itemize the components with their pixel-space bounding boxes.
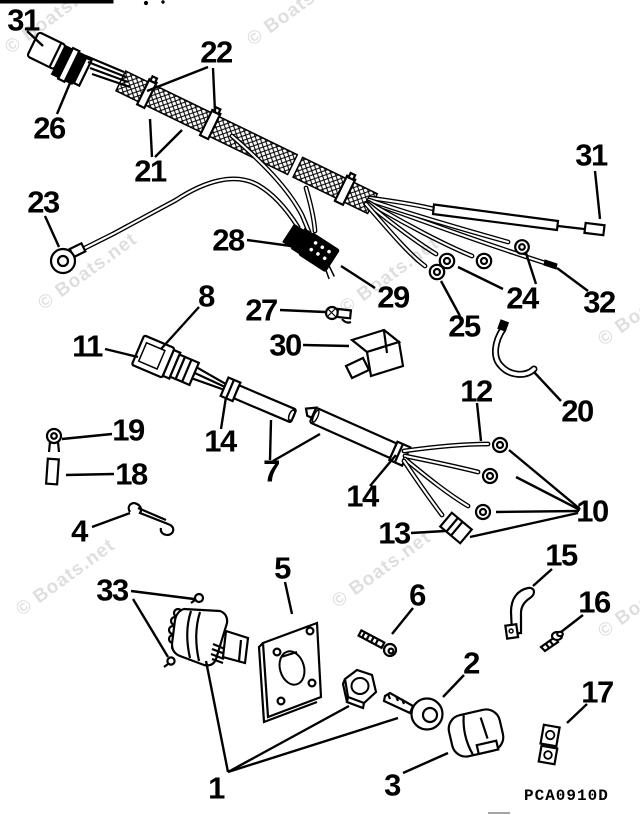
wire-tip-32 — [543, 259, 558, 270]
part-code: PCA0910D — [524, 787, 609, 805]
ring-terminal — [428, 263, 446, 281]
screw-clip-27 — [324, 305, 353, 324]
ring-terminal — [475, 252, 493, 270]
callout-28: 28 — [212, 222, 245, 258]
plug-collar-rings — [50, 44, 93, 88]
callout-23: 23 — [27, 184, 60, 220]
clamp-strap-20 — [492, 319, 538, 378]
key-2 — [382, 691, 444, 731]
ground-lead-23 — [49, 176, 301, 275]
callout-13: 13 — [378, 515, 411, 551]
callout-25: 25 — [448, 308, 481, 344]
ring-terminal — [438, 252, 456, 270]
callout-14: 14 — [346, 478, 379, 514]
ring-terminal — [514, 239, 530, 255]
ring-terminal — [481, 467, 499, 485]
callout-29: 29 — [377, 279, 410, 315]
callout-17: 17 — [581, 674, 614, 710]
hex-nut — [341, 668, 378, 710]
callout-11: 11 — [72, 328, 103, 364]
callout-15: 15 — [545, 537, 578, 573]
callout-4: 4 — [71, 513, 88, 549]
callout-33: 33 — [96, 572, 129, 608]
callout-18: 18 — [115, 456, 148, 492]
ignition-switch — [167, 607, 250, 667]
callout-24: 24 — [506, 280, 539, 316]
callout-2: 2 — [463, 645, 480, 681]
ring-terminal — [491, 436, 509, 454]
key-cap-3 — [447, 708, 505, 758]
callout-10: 10 — [576, 493, 609, 529]
sleeve-assembly-7b — [304, 406, 509, 545]
mounting-plate-5 — [257, 621, 323, 724]
callout-3: 3 — [384, 767, 401, 803]
callout-14: 14 — [204, 423, 237, 459]
plug-terminal-13 — [438, 511, 474, 545]
callout-30: 30 — [269, 327, 302, 363]
sleeve-tube-7 — [309, 407, 398, 459]
callout-1: 1 — [208, 770, 225, 806]
callout-31: 31 — [575, 137, 608, 173]
callout-31: 31 — [7, 2, 40, 38]
sleeve-tube-7 — [233, 384, 297, 423]
callout-32: 32 — [583, 284, 616, 320]
callout-22: 22 — [200, 34, 233, 70]
screw-6 — [357, 628, 398, 658]
callout-26: 26 — [33, 110, 66, 146]
bracket-30 — [344, 328, 405, 380]
callout-6: 6 — [409, 577, 426, 613]
wire-tip-31 — [583, 221, 606, 237]
ring-terminal — [474, 503, 492, 521]
screw-16 — [539, 630, 564, 653]
spring-clip-4 — [127, 502, 175, 537]
sleeve-18 — [44, 457, 60, 486]
wire-sleeve — [431, 203, 560, 232]
callout-16: 16 — [578, 584, 611, 620]
callout-21: 21 — [134, 153, 167, 189]
engine-connector-28 — [282, 223, 340, 280]
callout-8: 8 — [198, 278, 215, 314]
connector-feed-wires — [229, 133, 318, 235]
harness-branch-wires — [363, 195, 606, 281]
leader-lines — [26, 30, 602, 775]
switch-screws-33 — [163, 592, 205, 668]
callout-5: 5 — [274, 550, 291, 586]
callout-27: 27 — [245, 292, 278, 328]
callout-19: 19 — [112, 412, 145, 448]
clamp-halves-17 — [537, 723, 561, 766]
eyelet-19 — [45, 427, 63, 453]
callout-7: 7 — [263, 453, 280, 489]
page-edge-marks — [0, 0, 510, 814]
callout-12: 12 — [460, 373, 493, 409]
harness-plug-connector — [26, 31, 131, 89]
clamp-bracket-15 — [504, 586, 535, 640]
callout-20: 20 — [561, 393, 594, 429]
